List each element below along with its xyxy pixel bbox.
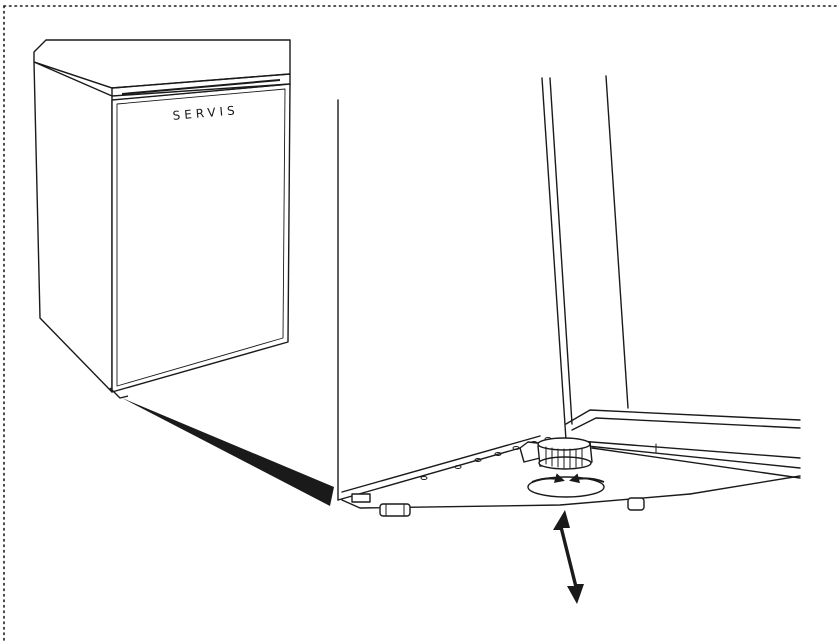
- door-edge: [541, 77, 567, 441]
- base-plate: [337, 439, 549, 501]
- fridge-side-panel: [33, 61, 113, 393]
- door-handle: [121, 79, 281, 95]
- zoom-leader: [122, 398, 334, 506]
- dotted-frame: [3, 5, 837, 641]
- height-adjust-arrow-icon: [553, 510, 584, 604]
- front-left-foot: [351, 493, 411, 517]
- rotation-arrows-icon: [527, 473, 605, 498]
- fridge-overview: [33, 39, 291, 399]
- door-bottom: [565, 409, 801, 425]
- fridge-closeup: [337, 75, 801, 517]
- brand-logo: SERVIS: [172, 103, 239, 123]
- adjustable-foot: [519, 437, 593, 470]
- rear-foot: [627, 497, 645, 511]
- fridge-door: [111, 83, 291, 393]
